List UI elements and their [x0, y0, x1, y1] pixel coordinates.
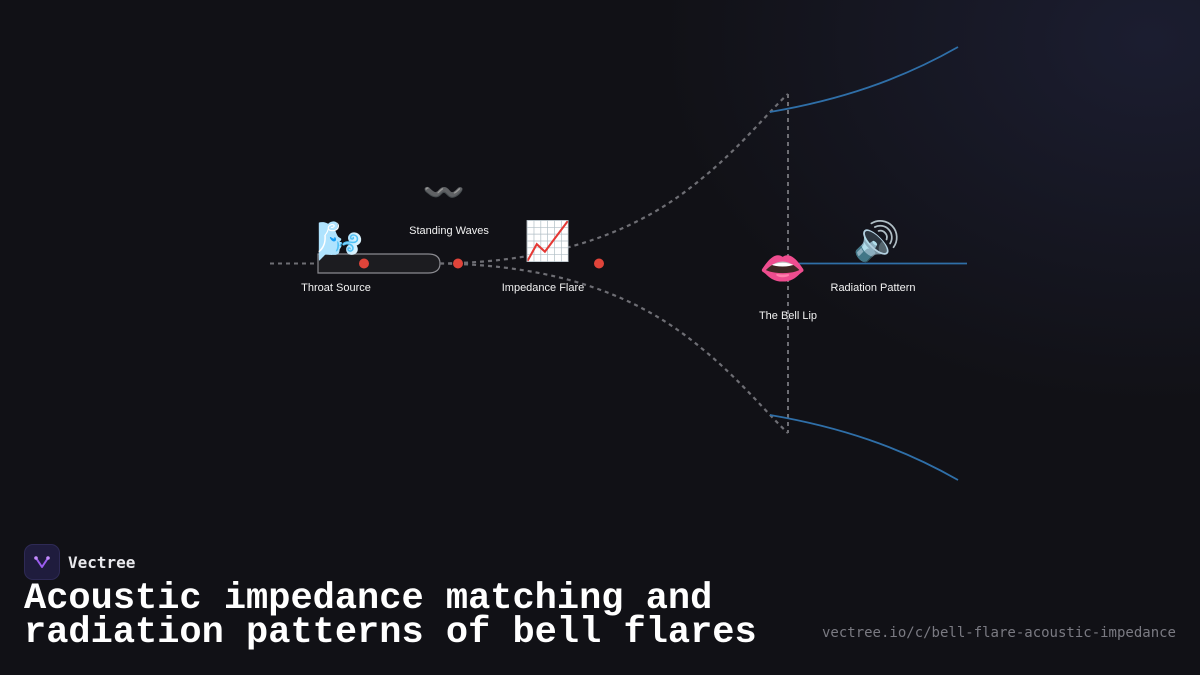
waves-marker-dot: [453, 258, 463, 269]
throat-marker-dot: [359, 258, 369, 269]
flare-upper-dashed: [439, 93, 789, 265]
flare-marker-dot: [594, 258, 604, 269]
wavy-dash-icon: 〰️: [422, 173, 466, 213]
lips-icon: 👄: [759, 246, 807, 290]
chart-increasing-icon: 📈: [524, 219, 572, 263]
speaker-high-volume-icon: 🔊: [853, 219, 901, 263]
flare-lower-dashed: [439, 262, 789, 434]
node-label-bell-lip: The Bell Lip: [758, 310, 818, 322]
node-label-impedance-flare: Impedance Flare: [501, 282, 585, 294]
wind-blowing-face-icon: 🌬️: [316, 219, 364, 263]
node-label-standing-waves: Standing Waves: [409, 225, 489, 237]
radiation-upper-curve: [769, 46, 959, 113]
vectree-logo-glyph: [34, 556, 50, 568]
node-label-radiation-pattern: Radiation Pattern: [830, 282, 916, 294]
vectree-logo-icon: [24, 544, 60, 580]
source-url: vectree.io/c/bell-flare-acoustic-impedan…: [821, 625, 1176, 641]
node-label-throat-source: Throat Source: [301, 282, 371, 294]
page-title: Acoustic impedance matching and radiatio…: [24, 578, 757, 654]
radiation-lower-curve: [769, 414, 959, 481]
brand: Vectree: [24, 544, 135, 580]
brand-name: Vectree: [68, 552, 136, 572]
